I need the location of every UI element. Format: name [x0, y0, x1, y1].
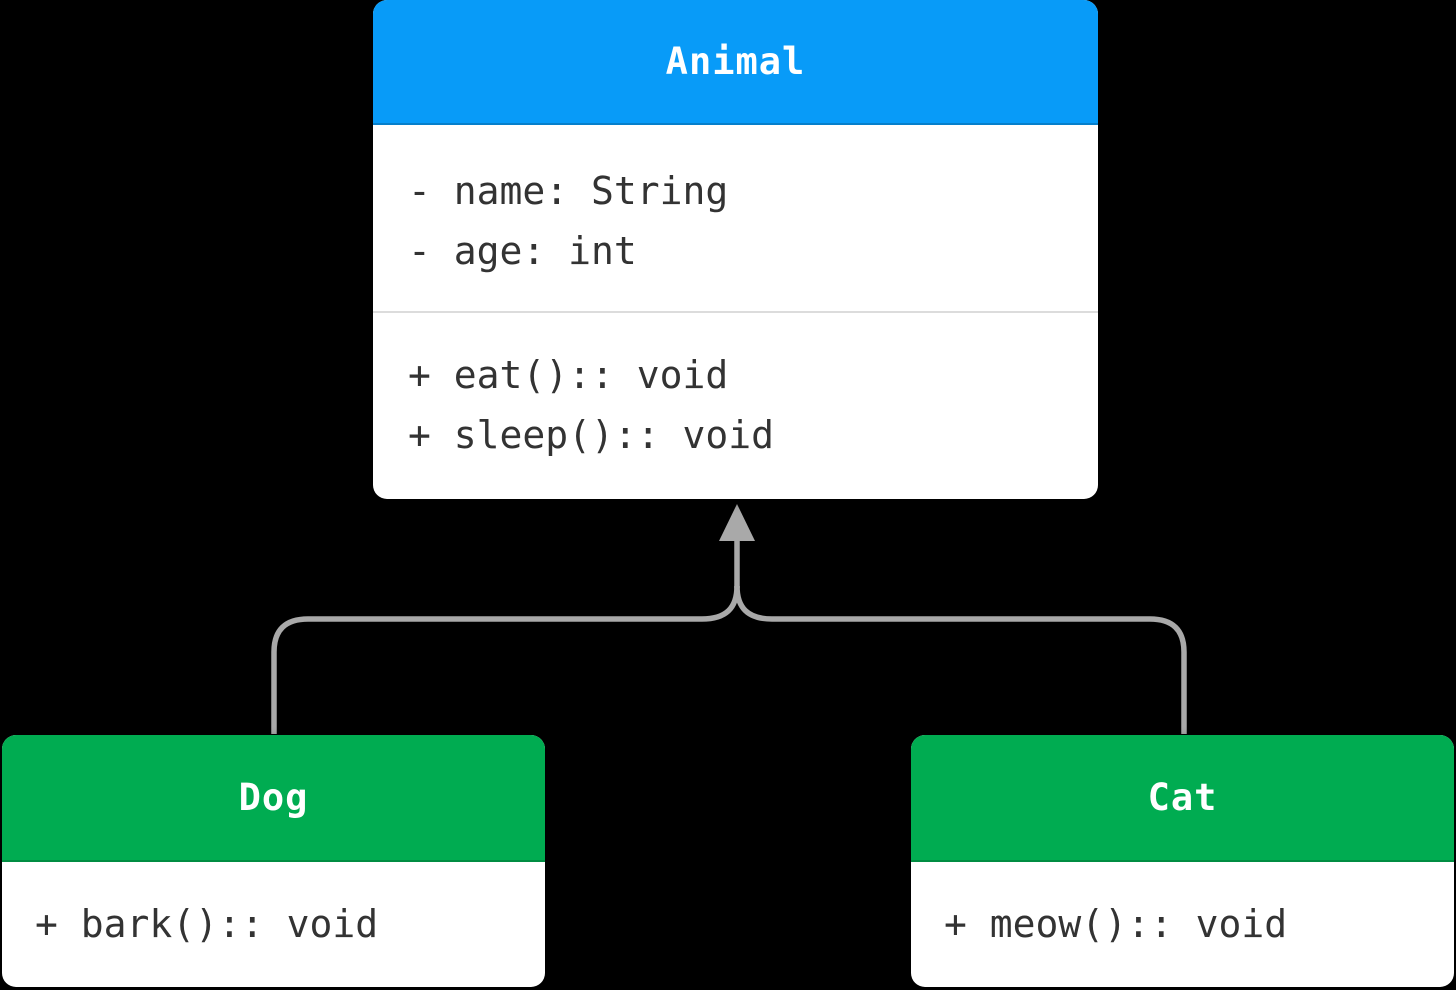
attribute-item: - name: String — [408, 169, 729, 213]
connector-branch-cat — [734, 585, 1187, 734]
inheritance-arrowhead-icon — [719, 504, 755, 541]
class-title-dog: Dog — [238, 776, 309, 819]
class-header-dog: Dog — [2, 735, 545, 862]
class-title-cat: Cat — [1147, 776, 1218, 819]
section-divider — [373, 311, 1098, 313]
method-item: + sleep():: void — [408, 413, 775, 457]
cat-methods-section: + meow():: void — [911, 862, 1454, 985]
class-header-animal: Animal — [373, 0, 1098, 125]
class-header-cat: Cat — [911, 735, 1454, 862]
class-title-animal: Animal — [665, 40, 806, 83]
animal-methods-section: + eat():: void + sleep():: void — [373, 313, 1098, 497]
method-item: + eat():: void — [408, 353, 729, 397]
dog-methods-section: + bark():: void — [2, 862, 545, 985]
method-item: + meow():: void — [944, 901, 1288, 946]
class-box-cat: Cat + meow():: void — [911, 735, 1454, 987]
class-box-animal: Animal - name: String - age: int + eat()… — [373, 0, 1098, 499]
method-item: + bark():: void — [35, 901, 379, 946]
connector-branch-dog — [271, 585, 740, 734]
class-box-dog: Dog + bark():: void — [2, 735, 545, 987]
attribute-item: - age: int — [408, 229, 637, 273]
animal-attributes-section: - name: String - age: int — [373, 125, 1098, 311]
